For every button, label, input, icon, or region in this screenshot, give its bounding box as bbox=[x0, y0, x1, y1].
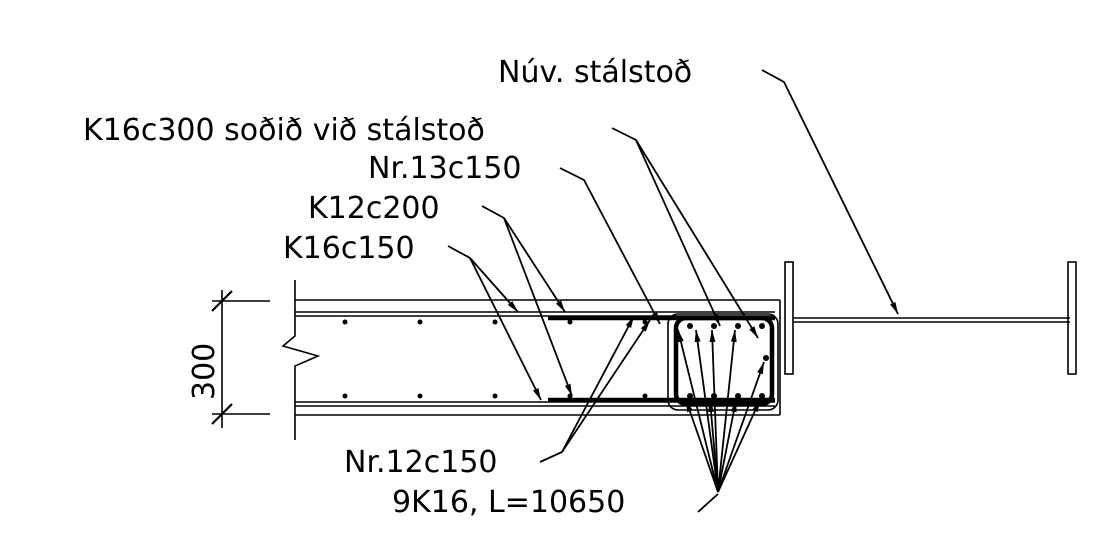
leader-rebar-k16 bbox=[447, 245, 542, 401]
leader-rebar-k12 bbox=[481, 205, 573, 397]
leader-stirrup-13 bbox=[559, 167, 661, 325]
rebar-dots bbox=[342, 319, 648, 399]
leader-longitudinal-bars bbox=[677, 329, 765, 513]
steel-column bbox=[784, 261, 1077, 375]
label-rebar-k12: K12c200 bbox=[308, 191, 440, 226]
leader-existing-steel-column bbox=[761, 69, 899, 315]
label-stirrup-13: Nr.13c150 bbox=[368, 151, 522, 186]
label-stirrup-12: Nr.12c150 bbox=[344, 445, 498, 480]
stirrup-nr13 bbox=[673, 315, 775, 407]
stirrup-nr12 bbox=[667, 313, 779, 411]
label-existing-steel-column: Núv. stálstoð bbox=[498, 55, 692, 90]
leader-stirrup-12 bbox=[539, 315, 651, 463]
label-longitudinal-bars: 9K16, L=10650 bbox=[392, 485, 625, 520]
label-rebar-k16: K16c150 bbox=[283, 231, 415, 266]
label-rebar-welded: K16c300 soðið við stálstoð bbox=[83, 113, 485, 148]
label-dimension-300: 300 bbox=[187, 343, 222, 400]
slab-section bbox=[281, 280, 781, 440]
leader-rebar-welded bbox=[611, 127, 759, 339]
dimension-300 bbox=[211, 290, 270, 428]
